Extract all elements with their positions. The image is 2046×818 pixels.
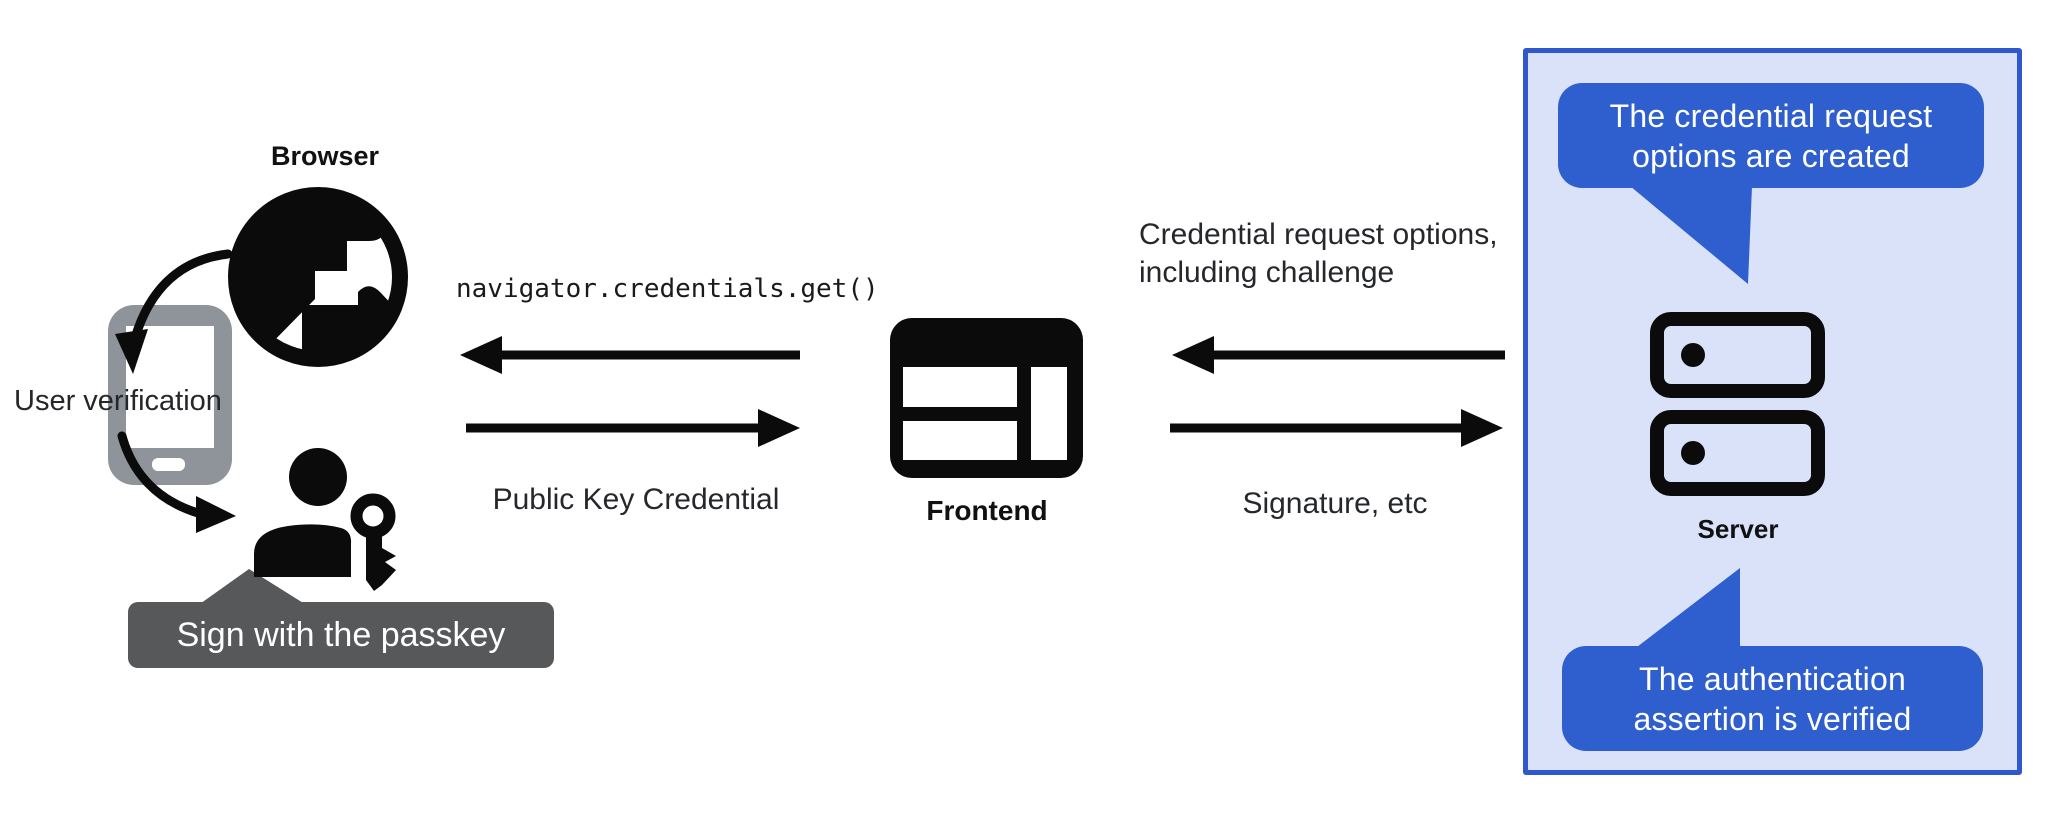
assertion-verified-bubble: The authentication assertion is verified bbox=[1562, 646, 1983, 751]
bubble-bottom-line2: assertion is verified bbox=[1633, 700, 1912, 737]
frontend-label: Frontend bbox=[926, 495, 1048, 526]
user-verification-label: User verification bbox=[14, 385, 222, 417]
badge-pointer bbox=[197, 569, 308, 606]
credential-request-line1: Credential request options, bbox=[1139, 218, 1498, 251]
sign-with-passkey-label: Sign with the passkey bbox=[176, 615, 506, 654]
bubble-top-line1: The credential request bbox=[1609, 97, 1933, 134]
browser-label: Browser bbox=[270, 141, 380, 171]
arrow-phone-to-user bbox=[117, 431, 236, 533]
passkey-person-icon bbox=[254, 448, 396, 591]
api-call-label: navigator.credentials.get() bbox=[456, 274, 879, 304]
bubble-top-line2: options are created bbox=[1632, 137, 1910, 174]
arrow-frontend-to-server bbox=[1170, 409, 1503, 447]
public-key-credential-label: Public Key Credential bbox=[492, 483, 780, 516]
signature-label: Signature, etc bbox=[1242, 487, 1428, 520]
globe-icon bbox=[228, 187, 408, 367]
arrow-browser-to-frontend bbox=[466, 409, 800, 447]
frontend-window-icon bbox=[890, 318, 1083, 478]
arrow-server-to-frontend bbox=[1172, 336, 1505, 374]
server-label: Server bbox=[1697, 514, 1779, 544]
credential-request-options-label: Credential request options, including ch… bbox=[1139, 216, 1498, 292]
credential-options-created-bubble: The credential request options are creat… bbox=[1558, 83, 1984, 188]
arrow-browser-to-phone bbox=[115, 249, 233, 374]
arrow-frontend-to-browser bbox=[460, 336, 800, 374]
bubble-bottom-line1: The authentication bbox=[1639, 660, 1906, 697]
credential-request-line2: including challenge bbox=[1139, 256, 1395, 289]
sign-with-passkey-badge: Sign with the passkey bbox=[128, 602, 554, 668]
